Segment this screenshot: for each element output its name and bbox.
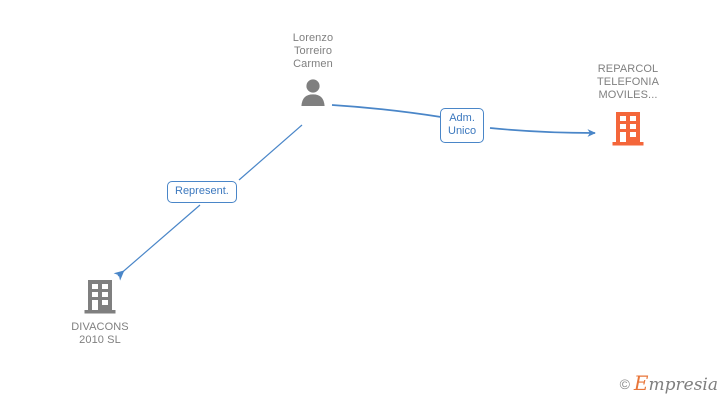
brand-initial: E (633, 371, 649, 395)
building-icon (612, 112, 644, 146)
building-icon (84, 280, 116, 314)
brand-logo-text: Empresia (634, 373, 718, 394)
person-icon (301, 79, 325, 106)
brand-rest: mpresia (648, 375, 719, 395)
watermark-empresia: © Empresia (620, 373, 718, 394)
edge-represent-line (238, 124, 303, 181)
copyright-icon: © (619, 375, 630, 392)
node-company-divacons-label: DIVACONS 2010 SL (71, 321, 129, 346)
node-company-divacons[interactable]: DIVACONS 2010 SL (37, 278, 163, 347)
node-company-reparcol[interactable]: REPARCOL TELEFONIA MOVILES... (563, 63, 693, 146)
edge-label-adm-unico[interactable]: Adm. Unico (440, 108, 485, 143)
edge-label-represent[interactable]: Represent. (167, 181, 237, 203)
node-person-label: Lorenzo Torreiro Carmen (292, 32, 334, 70)
edge-represent-line-tail (113, 204, 201, 281)
node-person-lorenzo-torreiro-carmen[interactable]: Lorenzo Torreiro Carmen (248, 32, 378, 107)
node-company-reparcol-label: REPARCOL TELEFONIA MOVILES... (596, 63, 660, 101)
